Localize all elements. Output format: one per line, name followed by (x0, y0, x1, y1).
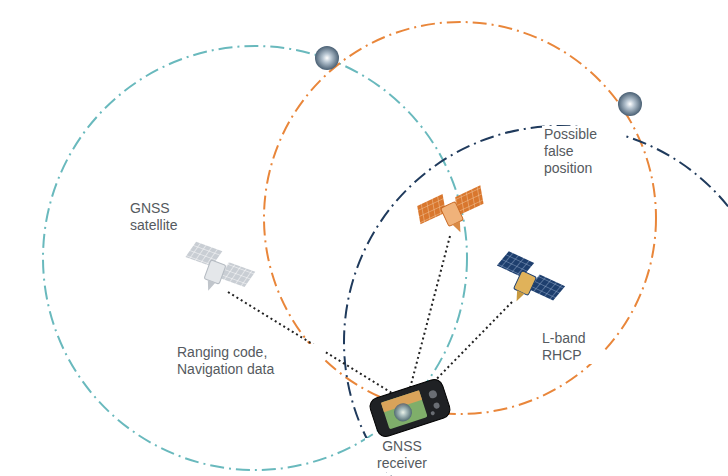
satellite-icon (177, 240, 258, 304)
range-circle (43, 46, 467, 470)
satellite-icon (487, 249, 569, 317)
annotation-label: GNSS receiver (365, 438, 439, 472)
annotation-label: GNSS satellite (128, 200, 202, 234)
intersection-point (618, 92, 642, 116)
range-circle (344, 126, 728, 476)
annotation-label: Ranging code, Navigation data (175, 344, 324, 378)
annotation-label: L-band RHCP (540, 330, 604, 364)
intersection-point (315, 46, 339, 70)
signal-path (408, 236, 450, 396)
satellite-icon (413, 178, 495, 246)
annotation-label: Possible false position (542, 126, 626, 177)
receiver-device (368, 377, 453, 439)
